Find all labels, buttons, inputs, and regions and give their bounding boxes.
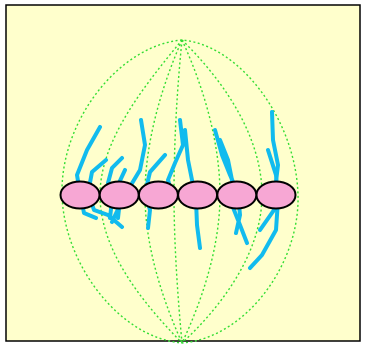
centromere-1 — [59, 180, 101, 210]
centromere-2 — [98, 180, 140, 210]
centromere-3 — [137, 180, 179, 210]
centromere-row — [59, 180, 297, 210]
spindle-fibers — [61, 39, 299, 344]
spindle-fiber — [99, 39, 183, 344]
centromere-4 — [177, 180, 219, 210]
spindle-fiber — [144, 39, 183, 344]
centromere-5 — [216, 180, 258, 210]
chromatid — [248, 148, 280, 270]
spindle-fiber — [181, 39, 221, 344]
centromere-6 — [255, 180, 297, 210]
spindle-fiber — [181, 39, 263, 344]
frame-box — [5, 4, 361, 342]
